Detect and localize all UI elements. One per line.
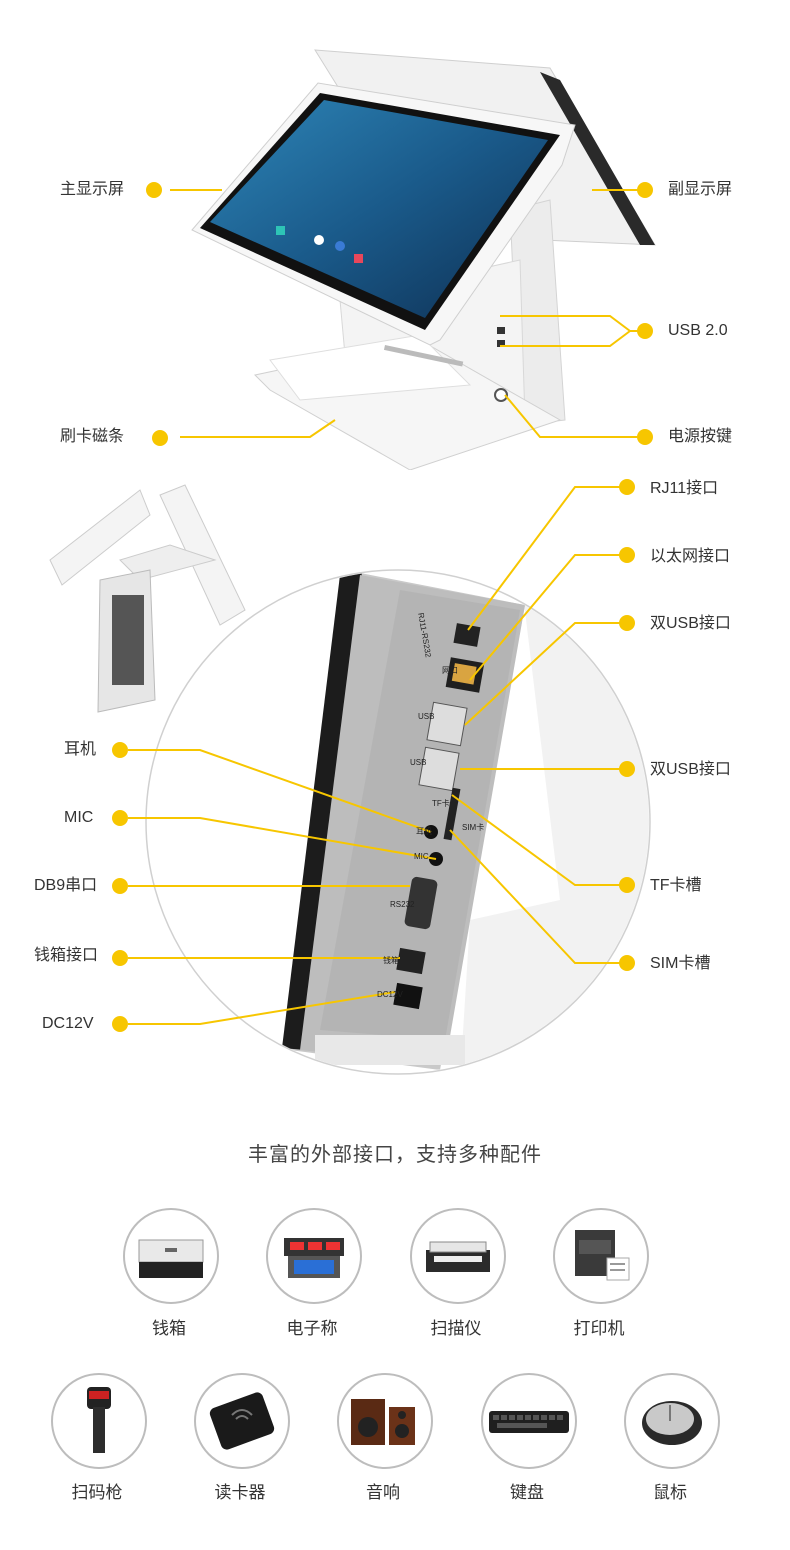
- label-dual-usb-2: 双USB接口: [650, 761, 731, 778]
- callout-dot: [637, 429, 653, 445]
- mouse-icon: [624, 1373, 720, 1469]
- callout-dot: [619, 547, 635, 563]
- accessory-label: 鼠标: [653, 1483, 687, 1502]
- callout-dot: [619, 955, 635, 971]
- label-db9: DB9串口: [34, 877, 98, 894]
- panel-text-mic: MIC: [414, 852, 429, 861]
- callout-dot: [152, 430, 168, 446]
- app-icon: [314, 235, 324, 245]
- app-icon: [354, 254, 363, 263]
- panel-text-usb-a: USB: [418, 712, 435, 721]
- panel-text-rs232: RS232: [390, 900, 415, 909]
- side-view-thumbnail: [49, 484, 246, 713]
- callout-dot: [112, 810, 128, 826]
- usb-port-icon: [497, 340, 505, 347]
- label-headphone: 耳机: [64, 741, 97, 758]
- label-card-stripe: 刷卡磁条: [60, 428, 125, 445]
- label-dual-usb-1: 双USB接口: [650, 615, 731, 632]
- speaker-icon: [337, 1373, 433, 1469]
- label-power-button: 电源按键: [668, 428, 733, 445]
- panel-text-drawer: 钱箱: [383, 956, 399, 965]
- rear-panel-illustration: [49, 484, 651, 1075]
- panel-text-dc: DC12V: [377, 990, 403, 999]
- callout-dot: [619, 761, 635, 777]
- accessory-label: 键盘: [510, 1483, 544, 1502]
- cash-drawer-icon: [123, 1208, 219, 1304]
- accessory-label: 音响: [366, 1483, 400, 1502]
- callout-dot: [619, 877, 635, 893]
- section-title: 丰富的外部接口，支持多种配件: [248, 1144, 542, 1166]
- app-icon: [276, 226, 285, 235]
- label-usb: USB 2.0: [668, 322, 728, 339]
- panel-text-earphone: 耳机: [416, 827, 432, 836]
- keyboard-icon: [481, 1373, 577, 1469]
- callout-dot: [112, 742, 128, 758]
- callout-dot: [112, 950, 128, 966]
- callout-dot: [112, 1016, 128, 1032]
- main-display: [191, 82, 576, 346]
- scale-icon: [266, 1208, 362, 1304]
- accessory-label: 电子称: [286, 1319, 338, 1338]
- pos-terminal-illustration: [170, 49, 656, 470]
- printer-icon: [553, 1208, 649, 1304]
- app-icon: [335, 241, 345, 251]
- scanner-icon: [410, 1208, 506, 1304]
- callout-dot: [637, 323, 653, 339]
- power-icon: [494, 388, 508, 402]
- label-dc12v: DC12V: [42, 1015, 94, 1032]
- label-tf-slot: TF卡槽: [650, 877, 702, 894]
- label-main-screen: 主显示屏: [60, 181, 125, 198]
- callout-dot: [637, 182, 653, 198]
- label-mic: MIC: [64, 809, 94, 826]
- accessory-label: 读卡器: [214, 1483, 266, 1502]
- callout-dot: [112, 878, 128, 894]
- panel-text-tf: TF卡: [432, 799, 450, 808]
- panel-text-usb-b: USB: [410, 758, 427, 767]
- callout-dot: [619, 479, 635, 495]
- accessory-label: 扫描仪: [430, 1319, 482, 1338]
- accessory-label: 扫码枪: [71, 1483, 123, 1502]
- label-rj11: RJ11接口: [650, 480, 719, 497]
- callout-dot: [146, 182, 162, 198]
- label-sub-screen: 副显示屏: [668, 181, 733, 198]
- label-cash-drawer: 钱箱接口: [34, 947, 99, 964]
- callout-dot: [619, 615, 635, 631]
- label-ethernet: 以太网接口: [650, 548, 731, 565]
- usb-port-icon: [497, 327, 505, 334]
- label-sim-slot: SIM卡槽: [650, 955, 711, 972]
- accessory-label: 打印机: [573, 1319, 625, 1338]
- panel-text-net: 网口: [442, 666, 458, 675]
- card-reader-icon: [194, 1373, 290, 1469]
- barcode-gun-icon: [51, 1373, 147, 1469]
- accessory-label: 钱箱: [152, 1319, 186, 1338]
- panel-text-sim: SIM卡: [462, 823, 485, 832]
